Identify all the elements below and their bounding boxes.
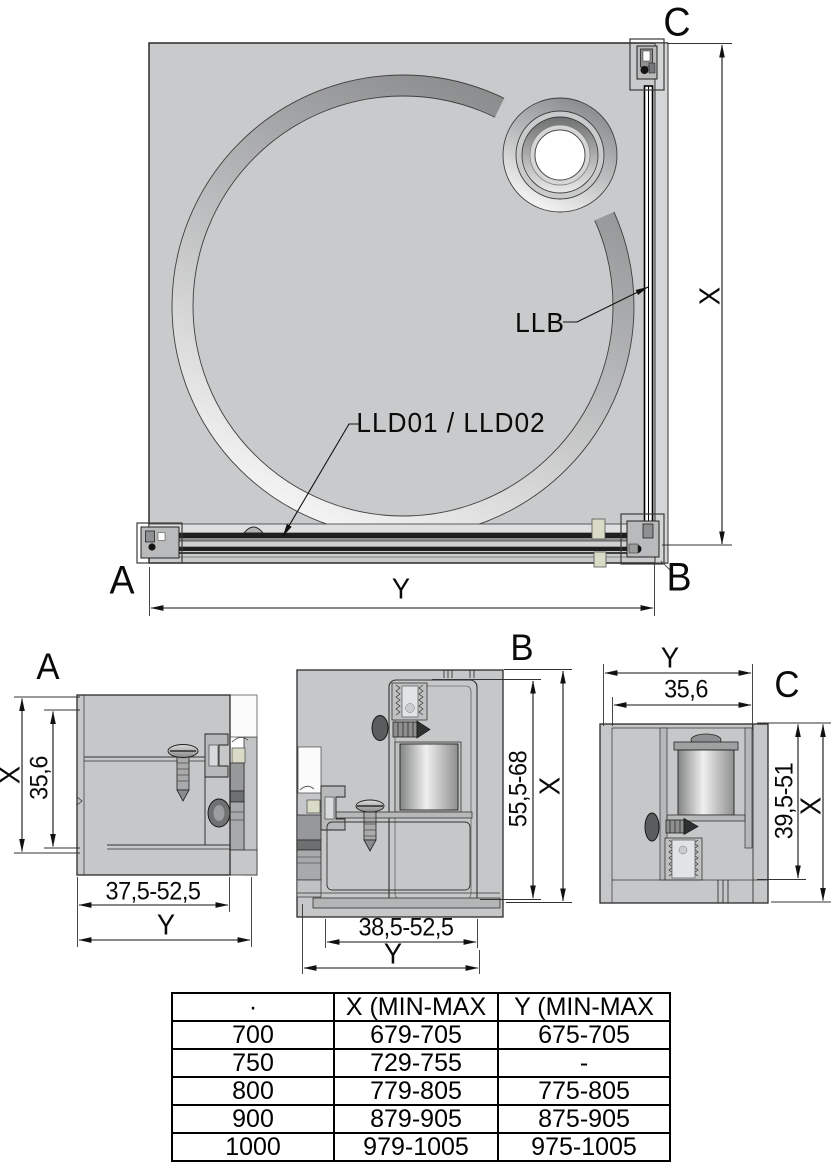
plan-dimension-x [662, 43, 732, 546]
table-header-row: · X (MIN-MAX Y (MIN-MAX [171, 992, 671, 1022]
corner-c-hardware [629, 38, 665, 91]
detail-c-drawing [599, 664, 831, 904]
horizontal-screw [392, 720, 431, 739]
table-cell: 800 [171, 1076, 335, 1106]
table-cell: 879-905 [333, 1104, 499, 1134]
screw [355, 799, 385, 852]
detail-c-dim-356-label: 35,6 [664, 675, 708, 704]
detail-c-dim-x-label: X [795, 796, 828, 816]
table-cell: 775-805 [497, 1076, 671, 1106]
plan-dim-y-label: Y [391, 573, 411, 606]
horizontal-screw [665, 817, 699, 836]
detail-b-dim-5568-label: 55,5-68 [504, 750, 533, 828]
corner-a-hardware [136, 522, 183, 564]
adjustment-knob [371, 715, 389, 741]
profile-section [76, 694, 231, 876]
detail-a-dim-width-label: 37,5-52,5 [105, 877, 201, 906]
table-cell: 679-705 [333, 1020, 499, 1050]
door-handle [242, 526, 265, 534]
detail-b-drawing [296, 669, 572, 974]
sliding-door-rail [148, 523, 656, 558]
table-cell: 875-905 [497, 1104, 671, 1134]
table-cell: 729-755 [333, 1048, 499, 1078]
corner-b-hardware [591, 513, 674, 574]
detail-b-dim-y-label: Y [383, 938, 403, 971]
table-cell: 700 [171, 1020, 335, 1050]
detail-c-title: C [774, 664, 800, 705]
table-header-cell: · [171, 992, 335, 1022]
fixed-panel-llb-label: LLB [515, 307, 565, 338]
fixed-panel-llb [643, 42, 669, 564]
table-row: 1000 979-1005 975-1005 [171, 1132, 671, 1162]
detail-a-dim-y-label: Y [156, 909, 176, 942]
table-row: 800 779-805 775-805 [171, 1076, 671, 1106]
table-cell: 779-805 [333, 1076, 499, 1106]
detail-a-dim-356-label: 35,6 [25, 756, 54, 800]
detail-b-title: B [510, 627, 534, 668]
table-row: 750 729-755 - [171, 1048, 671, 1078]
callout-box-c [629, 38, 665, 91]
roller [673, 733, 739, 816]
wall-anchor [593, 551, 607, 568]
llb-leader-line [563, 286, 649, 323]
table-cell: 675-705 [497, 1020, 671, 1050]
callout-box-b [620, 513, 665, 565]
size-table: · X (MIN-MAX Y (MIN-MAX 700 679-705 675-… [171, 992, 671, 1162]
callout-box-a [136, 522, 183, 564]
adjustment-knob [644, 812, 660, 842]
detail-a-dimensions [14, 696, 252, 947]
brush-seal [391, 682, 428, 721]
detail-a-drawing [14, 694, 258, 947]
plan-view [136, 38, 732, 616]
table-cell: 1000 [171, 1132, 335, 1162]
plan-corner-c-label: C [663, 0, 691, 45]
table-cell: 979-1005 [333, 1132, 499, 1162]
plan-dimension-y [149, 564, 655, 616]
detail-b-dim-width-label: 38,5-52,5 [358, 913, 454, 942]
detail-a-dim-x-label: X [0, 766, 28, 784]
detail-b-dimensions [302, 669, 572, 974]
roller [394, 741, 462, 813]
wall-anchor [591, 518, 606, 540]
table-header-cell: X (MIN-MAX [333, 992, 499, 1022]
detail-c-dimensions [603, 664, 831, 903]
lld-leader-line [282, 423, 360, 537]
table-cell: 750 [171, 1048, 335, 1078]
table-header-cell: Y (MIN-MAX [497, 992, 671, 1022]
table-cell: 900 [171, 1104, 335, 1134]
plan-dim-x-label: X [694, 286, 727, 306]
drain [502, 97, 618, 213]
screw [167, 744, 199, 802]
table-cell: - [497, 1048, 671, 1078]
brush-seal [664, 837, 703, 881]
table-row: 900 879-905 875-905 [171, 1104, 671, 1134]
plan-corner-a-label: A [109, 558, 135, 603]
table-row: 700 679-705 675-705 [171, 1020, 671, 1050]
table-cell: 975-1005 [497, 1132, 671, 1162]
detail-a-title: A [36, 646, 60, 687]
sliding-door-label: LLD01 / LLD02 [356, 407, 546, 438]
detail-b-dim-x-label: X [534, 776, 567, 796]
plan-corner-b-label: B [666, 555, 692, 600]
detail-c-dim-y-label: Y [660, 642, 680, 675]
